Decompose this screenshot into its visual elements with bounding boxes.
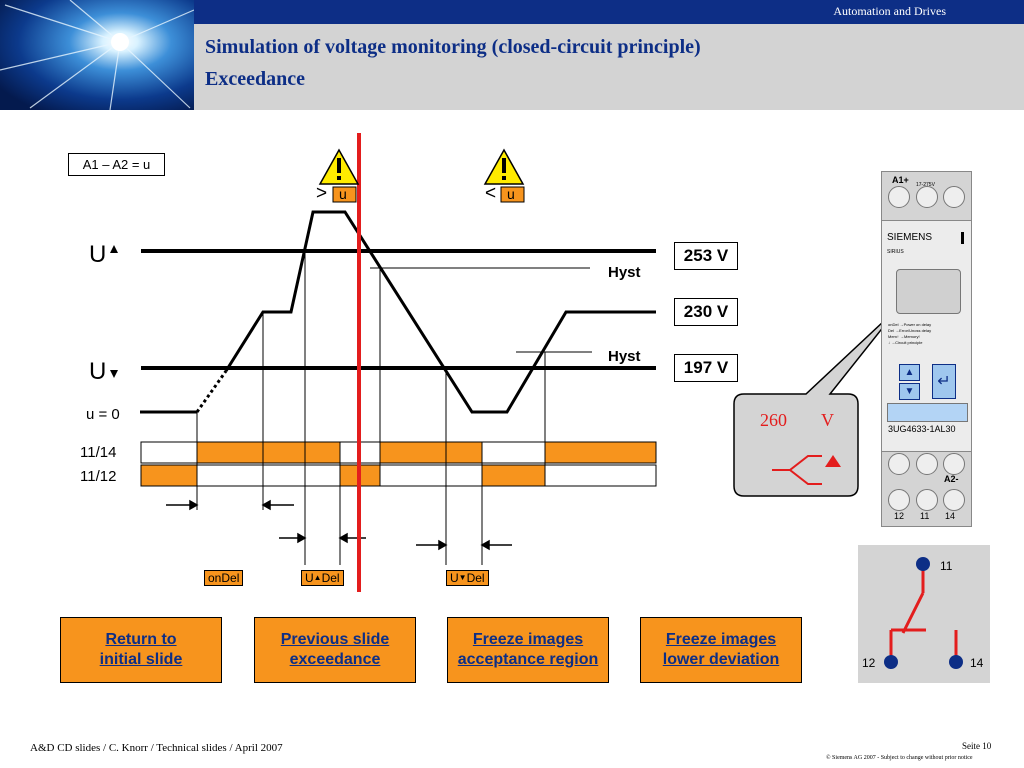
device-enter-button[interactable]: ↵: [932, 364, 956, 399]
contact-1114-label: 11/14: [80, 444, 117, 461]
device-series: SIRIUS: [887, 249, 904, 255]
device-a2-label: A2-: [944, 474, 959, 484]
device-brand: SIEMENS: [887, 232, 933, 243]
page-subtitle: Exceedance: [205, 68, 305, 90]
freeze-acceptance-button[interactable]: Freeze images acceptance region: [447, 617, 609, 683]
title-panel: [194, 24, 1024, 110]
freeze-lower-deviation-button[interactable]: Freeze images lower deviation: [640, 617, 802, 683]
exceedance-symbol-icon: [772, 455, 822, 485]
brand-label: Automation and Drives: [833, 4, 946, 18]
ondel-label: onDel: [204, 570, 244, 586]
previous-slide-button[interactable]: Previous slide exceedance: [254, 617, 416, 683]
warn-u-label: u: [339, 186, 347, 202]
footer-credit: A&D CD slides / C. Knorr / Technical sli…: [30, 742, 283, 754]
callout-unit: V: [821, 410, 834, 430]
device-a1-label: A1+: [892, 175, 909, 185]
device-rating: 17-275V: [916, 182, 935, 188]
device-down-button[interactable]: ▼: [899, 383, 920, 400]
u-down-del-label: U▼Del: [446, 570, 489, 586]
u-zero-label: u = 0: [86, 406, 120, 423]
hero-starburst-image: [0, 0, 194, 110]
device-legend: onDel →Power on delay Del →Error/Unoss d…: [888, 322, 932, 345]
warning-triangle-icon: [483, 148, 525, 185]
device-model: 3UG4633-1AL30: [888, 424, 956, 434]
return-initial-slide-button[interactable]: Return to initial slide: [60, 617, 222, 683]
device-terminal-12: 12: [894, 511, 905, 521]
contact-1112-label: 11/12: [80, 468, 117, 485]
down-arrow-icon: ▼: [458, 573, 467, 582]
warn-u-label: u: [507, 186, 515, 202]
up-arrow-icon: ▲: [313, 573, 322, 582]
upper-threshold-value: 253 V: [674, 242, 738, 270]
u-up-del-label: U▲Del: [301, 570, 344, 586]
voltage-curve: [224, 210, 656, 414]
copyright: © Siemens AG 2007 - Subject to change wi…: [826, 755, 973, 761]
device-terminal-14: 14: [945, 511, 956, 521]
contact-terminal-12: 12: [862, 656, 876, 670]
callout-value: 260: [760, 410, 787, 430]
hyst-lower-label: Hyst: [608, 348, 641, 365]
device-up-button[interactable]: ▲: [899, 364, 920, 381]
contact-terminal-14: 14: [970, 656, 984, 670]
over-symbol: >: [316, 183, 328, 204]
nominal-voltage-value: 230 V: [674, 298, 738, 326]
page-number: Seite 10: [962, 741, 992, 751]
up-arrow-icon: [825, 455, 841, 467]
warning-triangle-icon: [318, 148, 360, 185]
lower-threshold-value: 197 V: [674, 354, 738, 382]
changeover-contact-icon: [884, 557, 963, 669]
relay-device: A1+ 17-275V SIEMENS SIRIUS onDel →Power …: [881, 171, 972, 527]
contact-terminal-11: 11: [940, 559, 953, 573]
u-up-triangle-icon: [110, 245, 118, 253]
u-down-triangle-icon: [110, 370, 118, 378]
under-symbol: <: [485, 183, 497, 204]
hyst-upper-label: Hyst: [608, 264, 641, 281]
page-title: Simulation of voltage monitoring (closed…: [205, 36, 701, 58]
device-terminal-11: 11: [920, 511, 930, 521]
u-lower-label: U: [89, 358, 107, 385]
u-upper-label: U: [89, 241, 107, 268]
contact-1114-active-segments: [196, 441, 657, 464]
supply-voltage-label: A1 – A2 = u: [68, 153, 165, 176]
device-display: [896, 269, 961, 314]
